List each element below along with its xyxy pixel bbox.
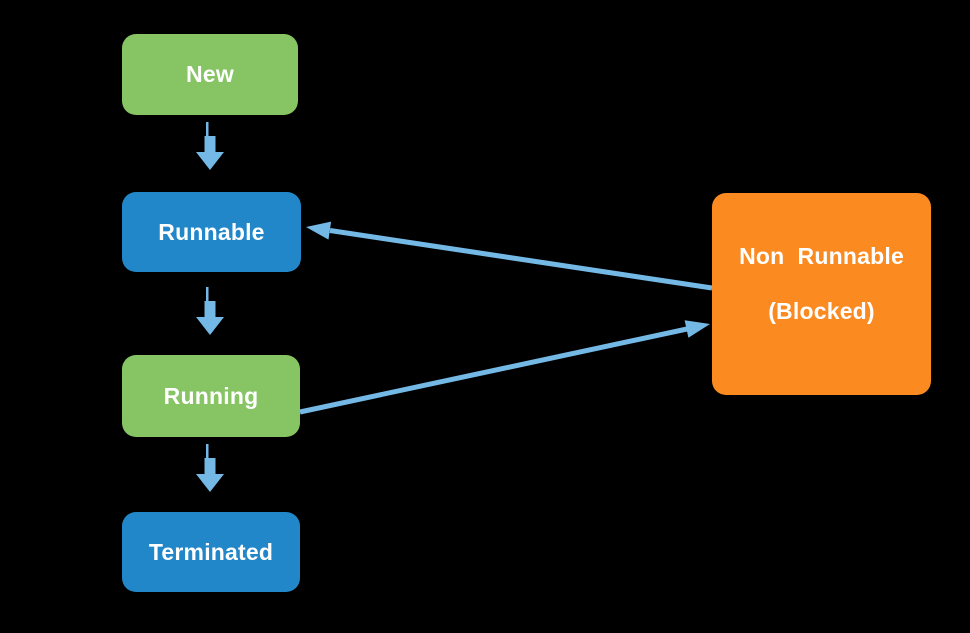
arrow-head <box>684 320 710 338</box>
arrow-head <box>306 221 332 240</box>
node-terminated-label: Terminated <box>148 538 274 565</box>
arrow-runnable-to-running <box>196 287 224 335</box>
node-running: Running <box>122 355 300 437</box>
node-running-label: Running <box>163 382 259 409</box>
arrow-stem <box>206 444 209 467</box>
node-terminated: Terminated <box>122 512 300 592</box>
node-runnable-label: Runnable <box>158 218 265 245</box>
arrow-line <box>299 326 688 415</box>
node-new: New <box>122 34 298 115</box>
node-runnable: Runnable <box>122 192 301 272</box>
arrow-running-to-nonrunnable <box>299 320 710 415</box>
node-new-label: New <box>186 61 234 87</box>
arrow-running-to-terminated <box>196 444 224 492</box>
arrow-head <box>196 301 224 335</box>
arrow-stem <box>206 122 209 145</box>
node-non-runnable: Non Runnable (Blocked) <box>712 193 931 395</box>
arrow-head <box>196 136 224 170</box>
arrow-head <box>196 458 224 492</box>
node-non-runnable-label-line2: (Blocked) <box>768 298 875 324</box>
arrow-nonrunnable-to-runnable <box>306 221 713 291</box>
arrow-line <box>329 228 713 291</box>
arrow-new-to-runnable <box>196 122 224 170</box>
arrow-stem <box>206 287 209 310</box>
node-non-runnable-label-line1: Non Runnable <box>739 243 904 269</box>
